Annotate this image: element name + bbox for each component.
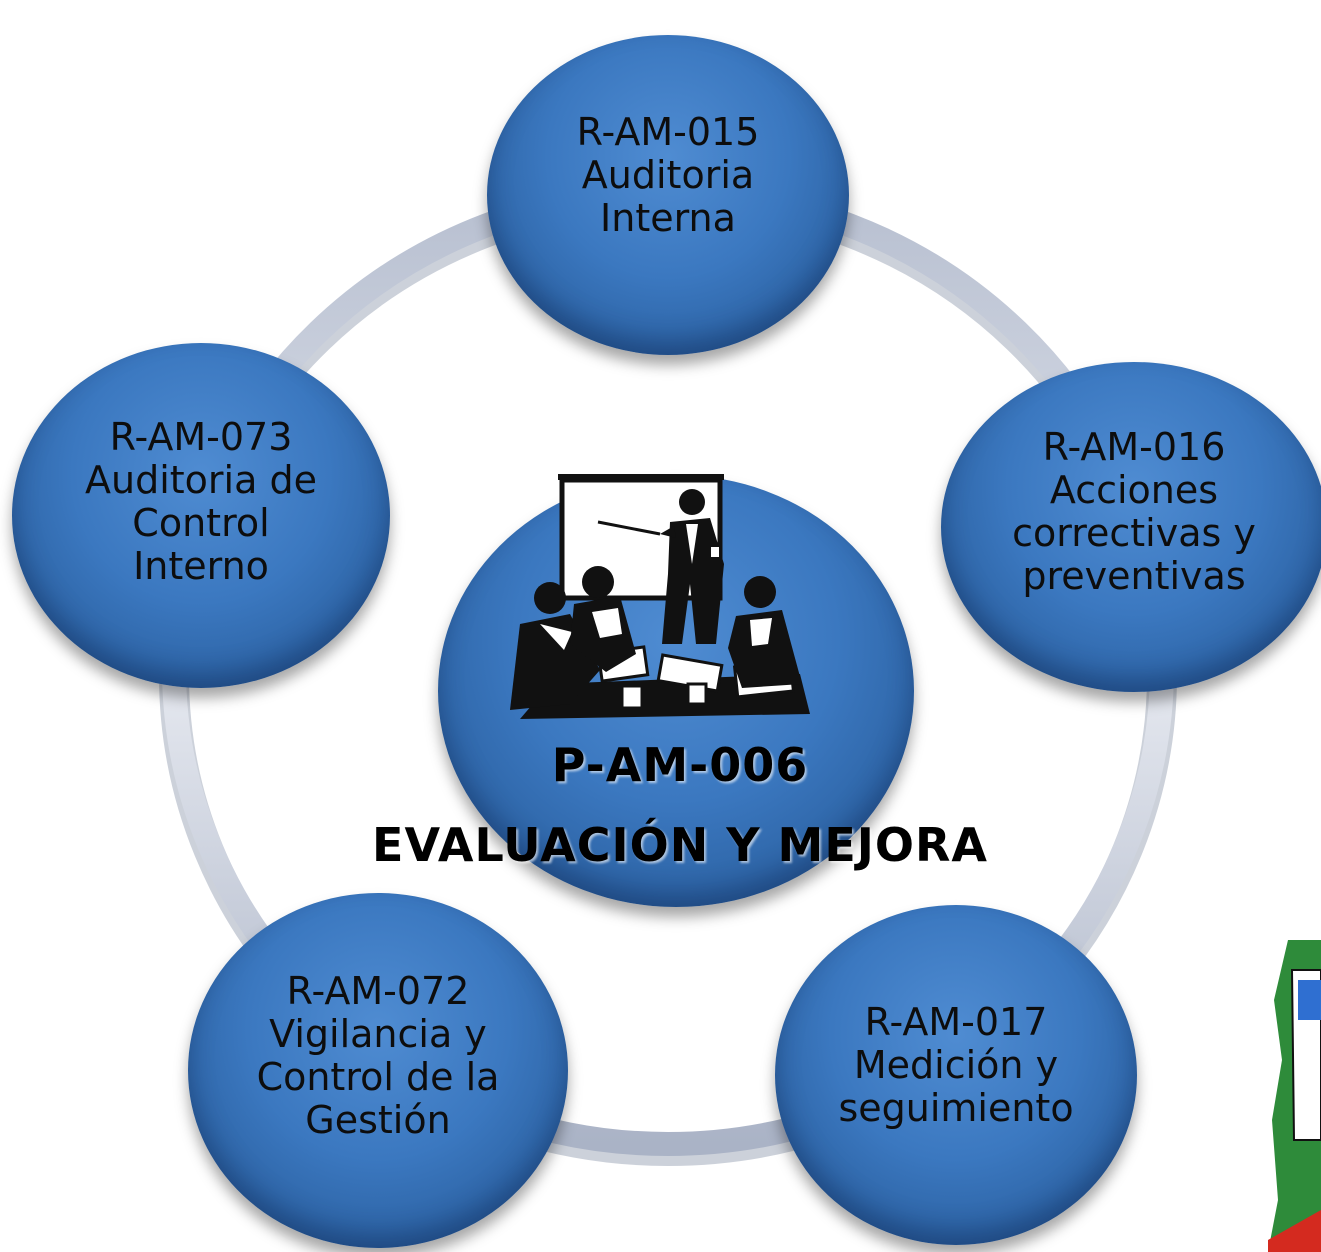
node-label: R-AM-073 Auditoria de Control Interno bbox=[85, 414, 317, 588]
node-label: R-AM-016 Acciones correctivas y preventi… bbox=[1012, 425, 1256, 598]
crest-logo-icon bbox=[1268, 940, 1321, 1252]
center-title: EVALUACIÓN Y MEJORA bbox=[372, 818, 988, 872]
node-auditoria-control-interno: R-AM-073 Auditoria de Control Interno bbox=[12, 343, 390, 688]
meeting-presentation-icon bbox=[510, 474, 810, 719]
node-label: R-AM-015 Auditoria Interna bbox=[576, 109, 760, 240]
node-label: R-AM-017 Medición y seguimiento bbox=[838, 999, 1074, 1130]
center-code: P-AM-006 bbox=[551, 738, 809, 792]
node-auditoria-interna: R-AM-015 Auditoria Interna bbox=[487, 35, 849, 355]
node-acciones-correctivas: R-AM-016 Acciones correctivas y preventi… bbox=[941, 362, 1321, 692]
node-medicion-seguimiento: R-AM-017 Medición y seguimiento bbox=[775, 905, 1137, 1245]
node-vigilancia-control: R-AM-072 Vigilancia y Control de la Gest… bbox=[188, 893, 568, 1248]
node-label: R-AM-072 Vigilancia y Control de la Gest… bbox=[256, 968, 500, 1142]
